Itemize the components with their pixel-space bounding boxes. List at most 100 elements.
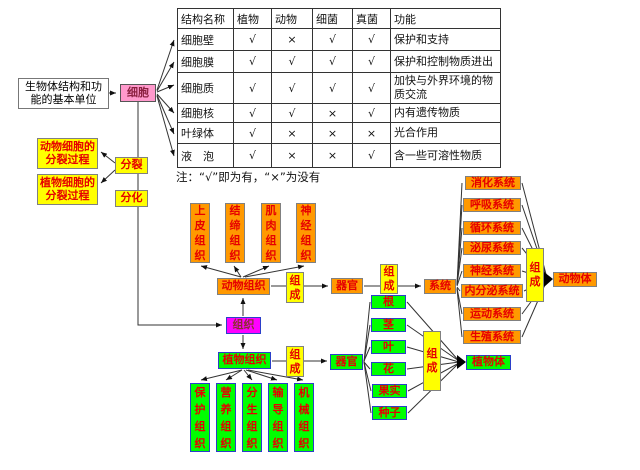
compose-node-5: 组成: [526, 248, 544, 302]
differentiation-node: 分化: [115, 190, 148, 207]
table-row: 细胞核 √ √ × √ 内有遗传物质: [177, 103, 501, 123]
system-label: 神经系统: [470, 263, 514, 277]
table-row: 细胞质 √ √ √ √ 加快与外界环境的物质交流: [177, 72, 501, 104]
animal-division-label: 动物细胞的分裂过程: [40, 139, 95, 166]
plant-tissue-nutritive: 营养组织: [216, 383, 236, 452]
table-note: 注：“√”即为有，“×”为没有: [176, 170, 321, 184]
cell-check: ×: [312, 103, 353, 123]
cell-check: ×: [352, 122, 391, 144]
animal-body-label: 动物体: [558, 272, 592, 286]
table-row: 叶绿体 √ × × × 光合作用: [177, 122, 501, 144]
tissue-label: 肌肉组织: [265, 204, 277, 262]
tissue-label: 结缔组织: [229, 204, 241, 262]
organ-label: 花: [383, 361, 394, 375]
compose-label: 组成: [426, 347, 438, 374]
plant-tissue-label: 植物组织: [222, 353, 267, 367]
plant-organ-seed: 种子: [372, 406, 407, 420]
tissue-label: 输导组织: [272, 385, 284, 450]
system-label: 生殖系统: [470, 329, 514, 343]
plant-organ-node: 器官: [330, 354, 363, 370]
system-endocrine: 内分泌系统: [461, 284, 523, 298]
organ-label: 器官: [335, 354, 358, 368]
plant-division-label: 植物细胞的分裂过程: [40, 175, 95, 202]
cell-check: √: [233, 50, 272, 73]
plant-organ-leaf: 叶: [371, 340, 406, 354]
compose-node-4: 组成: [423, 331, 441, 391]
tissue-node: 组织: [226, 317, 261, 334]
animal-body-node: 动物体: [553, 272, 597, 287]
big-arrowhead-plant-body: [457, 355, 466, 369]
cell-check: ×: [271, 28, 313, 51]
plant-organ-flower: 花: [371, 362, 406, 376]
compose-node-2: 组成: [380, 264, 398, 294]
cell-function: 内有遗传物质: [390, 103, 501, 123]
system-label: 消化系统: [471, 175, 515, 189]
plant-body-node: 植物体: [466, 355, 511, 370]
cell-function: 光合作用: [390, 122, 501, 144]
cell-check: √: [233, 72, 272, 104]
animal-tissue-nerve: 神经组织: [296, 203, 316, 263]
tissue-label: 分生组织: [246, 385, 258, 450]
organ-label: 根: [383, 294, 394, 308]
compose-label: 组成: [529, 261, 541, 288]
cell-check: √: [233, 103, 272, 123]
column-header: 真菌: [352, 8, 391, 29]
organ-label: 叶: [383, 339, 394, 353]
cell-structure-name: 液 泡: [177, 143, 234, 168]
root-unit-label: 生物体结构和功能的基本单位: [25, 79, 102, 106]
plant-tissue-meristem: 分生组织: [242, 383, 262, 452]
system-respiratory: 呼吸系统: [463, 198, 521, 212]
plant-tissue-mechanical: 机械组织: [294, 383, 314, 452]
plant-tissue-node: 植物组织: [218, 352, 271, 369]
plant-body-label: 植物体: [472, 355, 505, 369]
compose-label: 组成: [383, 265, 395, 292]
tissue-label: 营养组织: [220, 385, 232, 450]
differentiation-label: 分化: [120, 191, 143, 205]
root-unit-box: 生物体结构和功能的基本单位: [18, 78, 109, 109]
cell-check: √: [233, 28, 272, 51]
column-header: 细菌: [312, 8, 353, 29]
system-circulatory: 循环系统: [463, 221, 521, 235]
plant-tissue-protective: 保护组织: [190, 383, 210, 452]
big-arrowhead-animal-body: [544, 272, 553, 287]
column-header: 植物: [233, 8, 272, 29]
animal-tissue-epithelial: 上皮组织: [190, 203, 210, 263]
table-row: 细胞壁 √ × √ √ 保护和支持: [177, 28, 501, 51]
cell-check: √: [352, 143, 391, 168]
cell-structure-name: 细胞膜: [177, 50, 234, 73]
cell-structure-name: 细胞质: [177, 72, 234, 104]
table-row: 细胞膜 √ √ √ √ 保护和控制物质进出: [177, 50, 501, 73]
cell-function: 加快与外界环境的物质交流: [390, 72, 501, 104]
system-urinary: 泌尿系统: [463, 241, 521, 255]
cell-check: √: [271, 72, 313, 104]
compose-label: 组成: [289, 273, 301, 301]
table-row: 液 泡 √ × × √ 含一些可溶性物质: [177, 143, 501, 168]
cell-check: √: [352, 50, 391, 73]
system-node: 系统: [424, 279, 456, 294]
system-reproductive: 生殖系统: [463, 330, 521, 344]
animal-division-process-box: 动物细胞的分裂过程: [37, 138, 98, 169]
column-header: 功能: [390, 8, 501, 29]
compose-node-1: 组成: [286, 272, 304, 303]
cell-node: 细胞: [120, 84, 156, 102]
plant-organ-fruit: 果实: [372, 384, 407, 398]
organ-label: 果实: [378, 383, 401, 397]
system-motor: 运动系统: [463, 307, 521, 321]
compose-node-3: 组成: [286, 346, 304, 377]
system-label: 运动系统: [470, 306, 514, 320]
cell-structure-name: 细胞壁: [177, 28, 234, 51]
cell-check: ×: [312, 122, 353, 144]
cell-check: √: [271, 103, 313, 123]
tissue-label: 保护组织: [194, 385, 206, 450]
system-label: 系统: [429, 279, 451, 293]
animal-tissue-node: 动物组织: [217, 278, 270, 295]
system-label: 内分泌系统: [464, 283, 520, 297]
organ-label: 茎: [383, 317, 394, 331]
division-node: 分裂: [115, 157, 148, 174]
system-label: 呼吸系统: [470, 197, 514, 211]
plant-organ-root: 根: [371, 295, 406, 309]
cell-check: √: [312, 72, 353, 104]
tissue-label: 机械组织: [298, 385, 310, 450]
cell-check: √: [352, 72, 391, 104]
